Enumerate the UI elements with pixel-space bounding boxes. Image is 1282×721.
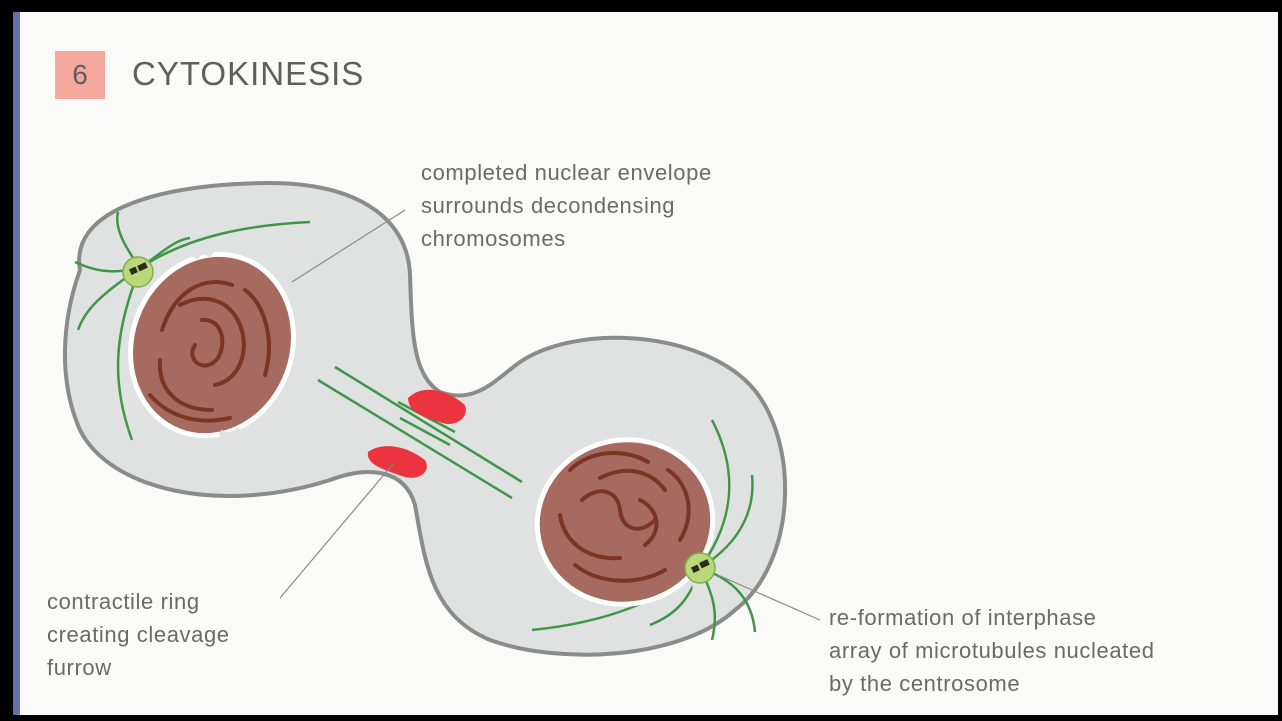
label-line: furrow <box>47 651 230 684</box>
label-line: re-formation of interphase <box>829 601 1155 634</box>
nuclear-envelope-label: completed nuclear envelope surrounds dec… <box>421 156 712 255</box>
label-line: completed nuclear envelope <box>421 156 712 189</box>
label-line: array of microtubules nucleated <box>829 634 1155 667</box>
label-line: by the centrosome <box>829 667 1155 700</box>
label-line: creating cleavage <box>47 618 230 651</box>
right-centrosome <box>685 553 715 583</box>
interphase-array-label: re-formation of interphase array of micr… <box>829 601 1155 700</box>
label-line: chromosomes <box>421 222 712 255</box>
label-line: contractile ring <box>47 585 230 618</box>
left-centrosome <box>123 257 153 287</box>
label-line: surrounds decondensing <box>421 189 712 222</box>
contractile-ring-label: contractile ring creating cleavage furro… <box>47 585 230 684</box>
